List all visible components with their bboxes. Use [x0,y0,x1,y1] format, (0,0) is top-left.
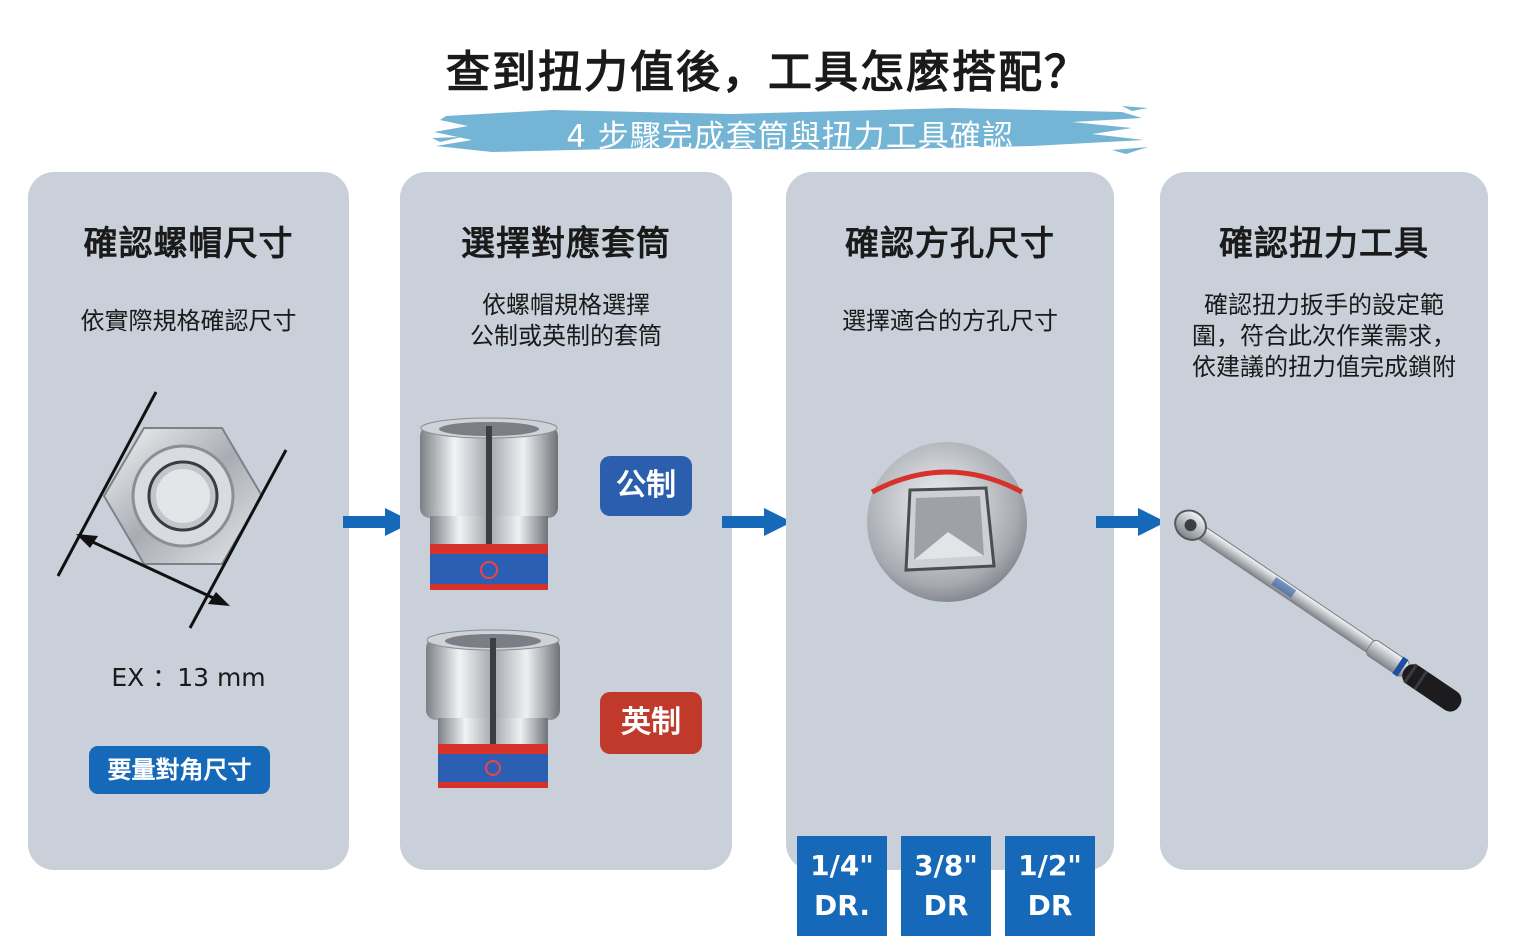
step-panel-select-socket: 選擇對應套筒 依螺帽規格選擇 公制或英制的套筒 公制 [400,172,732,870]
subtitle-banner: 4 步驟完成套筒與扭力工具確認 [432,102,1148,158]
drive-size-half: 1/2" DR [1005,836,1095,936]
step-desc-line: 公制或英制的套筒 [470,322,662,350]
diagonal-badge: 要量對角尺寸 [89,746,270,794]
subtitle: 4 步驟完成套筒與扭力工具確認 [566,119,1014,155]
metric-badge: 公制 [600,456,692,516]
step-desc-line: 依螺帽規格選擇 [482,291,650,319]
step-title: 確認方孔尺寸 [845,224,1055,264]
step-desc-line: 依建議的扭力值完成鎖附 [1192,353,1456,381]
torque-wrench-icon [1174,509,1462,712]
step-panel-drive-size: 確認方孔尺寸 選擇適合的方孔尺寸 1/4" DR. 3/8" DR 1/2" D… [786,172,1114,936]
socket-icon [420,417,558,590]
right-arrow-icon [722,508,792,536]
step-title: 確認扭力工具 [1219,224,1429,264]
square-drive-icon [867,442,1027,602]
step-title: 確認螺帽尺寸 [83,224,294,264]
socket-icon [426,629,560,788]
step-desc-line: 依實際規格確認尺寸 [80,307,297,335]
step-desc-line: 確認扭力扳手的設定範 [1204,291,1444,319]
right-arrow-icon [343,508,413,536]
drive-size-quarter: 1/4" DR. [797,836,887,936]
page-title: 查到扭力值後，工具怎麼搭配？ [446,47,1090,98]
step-desc-line: 選擇適合的方孔尺寸 [842,307,1058,335]
step-desc-line: 圍，符合此次作業需求， [1192,322,1456,350]
step-title: 選擇對應套筒 [461,224,671,264]
step-panel-nut-size: 確認螺帽尺寸 依實際規格確認尺寸 EX ：13 mm 要量對角尺寸 [28,172,349,870]
drive-size-three-eighths: 3/8" DR [901,836,991,936]
right-arrow-icon [1096,508,1166,536]
measure-example: EX ：13 mm [111,663,266,692]
imperial-badge: 英制 [600,692,702,754]
step-panel-torque-tool: 確認扭力工具 確認扭力扳手的設定範 圍，符合此次作業需求， 依建議的扭力值完成鎖… [1160,172,1488,870]
brush-stroke-icon [432,106,1148,154]
hex-nut-icon [56,391,288,629]
